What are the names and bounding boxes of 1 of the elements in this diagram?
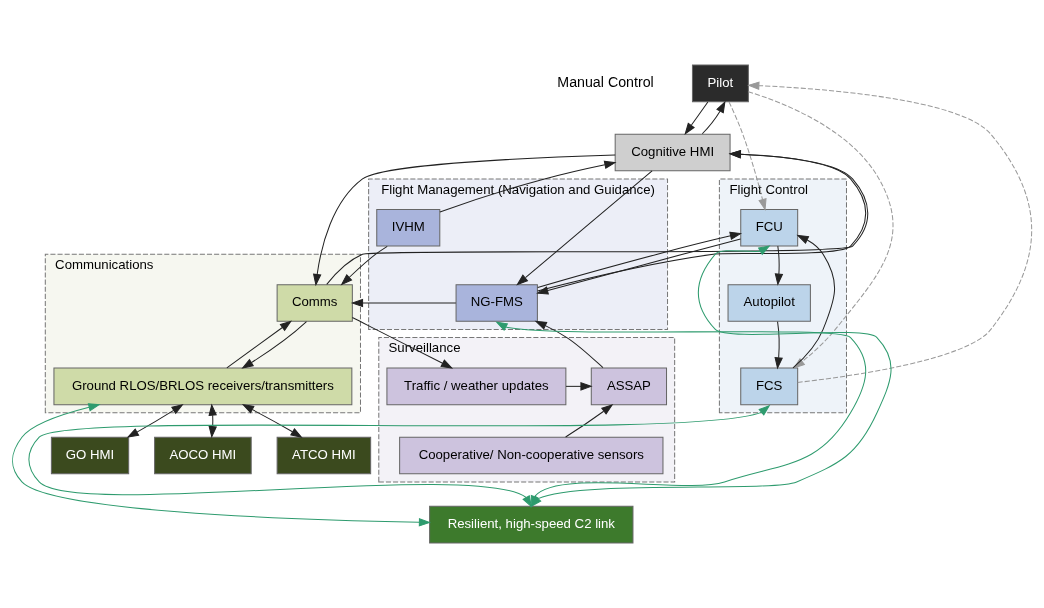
label: Manual Control (557, 74, 654, 91)
